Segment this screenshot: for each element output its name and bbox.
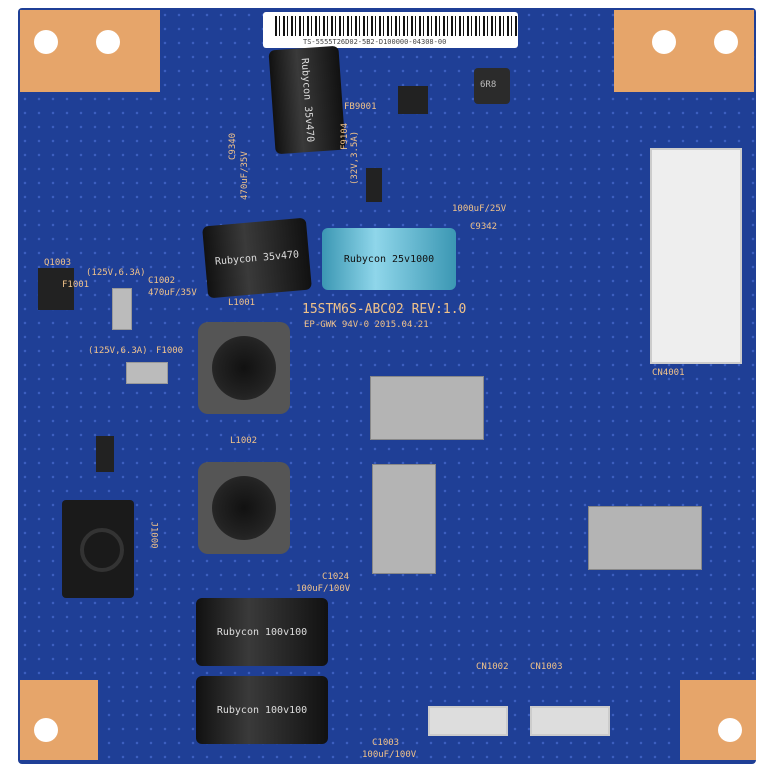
label-c1024: C1024 — [322, 572, 350, 582]
corner-pad-bottom-left — [20, 680, 98, 760]
label-cn1003: CN1003 — [530, 662, 563, 672]
fuse-f1000 — [126, 362, 168, 384]
metal-shield — [372, 464, 436, 574]
mounting-hole — [96, 30, 120, 54]
label-f1000-value: (125V,6.3A) — [88, 346, 148, 356]
label-c1002: C1002 — [148, 276, 176, 286]
mounting-hole — [34, 30, 58, 54]
capacitor-c1003: Rubycon 100v100 — [196, 676, 328, 744]
barcode-sticker: TS-5555T26D02-5B2-D100000-04308-00 — [263, 12, 518, 48]
label-c9340-value: 470uF/35V — [240, 151, 250, 200]
label-c1003: C1003 — [372, 738, 400, 748]
mounting-hole — [718, 718, 742, 742]
capacitor-c1002: Rubycon 35v470 — [202, 217, 312, 299]
mounting-hole — [34, 718, 58, 742]
connector-cn4001 — [650, 148, 742, 364]
fuse-f1001 — [112, 288, 132, 330]
label-fb9001: FB9001 — [344, 102, 377, 112]
label-c1002-value: 470uF/35V — [148, 288, 197, 298]
connector-cn1003 — [530, 706, 610, 736]
label-c9342-value: 1000uF/25V — [452, 204, 507, 214]
label-l1001: L1001 — [228, 298, 256, 308]
capacitor-c9340: Rubycon 35v470 — [268, 45, 346, 155]
corner-pad-bottom-right — [680, 680, 756, 760]
board-name: 15STM6S-ABC02 REV:1.0 — [302, 302, 467, 317]
mounting-hole — [652, 30, 676, 54]
label-f1001: F1001 — [62, 280, 90, 290]
mounting-hole — [714, 30, 738, 54]
label-cn1002: CN1002 — [476, 662, 509, 672]
ic-q1003 — [38, 268, 74, 310]
component — [366, 168, 382, 202]
label-j1000: J1000 — [148, 521, 159, 549]
ic-chip — [96, 436, 114, 472]
inductor-l1001 — [198, 322, 290, 414]
label-l1002: L1002 — [230, 436, 258, 446]
inductor-6r8: 6R8 — [474, 68, 510, 104]
board-sub: EP-GWK 94V-0 2015.04.21 — [304, 320, 429, 330]
label-f1001-value: (125V,6.3A) — [86, 268, 146, 278]
label-cn4001: CN4001 — [652, 368, 685, 378]
label-f9104: F9104 — [340, 122, 350, 150]
label-q1003: Q1003 — [44, 258, 72, 268]
connector-cn1002 — [428, 706, 508, 736]
metal-shield — [588, 506, 702, 570]
capacitor-c9342: Rubycon 25v1000 — [322, 228, 456, 290]
ic-chip — [398, 86, 428, 114]
label-f1000: F1000 — [156, 346, 184, 356]
inductor-l1002 — [198, 462, 290, 554]
capacitor-c1024: Rubycon 100v100 — [196, 598, 328, 666]
label-c9342: C9342 — [470, 222, 498, 232]
label-c1024-value: 100uF/100V — [296, 584, 351, 594]
label-f9104-value: (32V,3.5A) — [350, 130, 360, 185]
power-jack-j1000 — [62, 500, 134, 598]
barcode-text: TS-5555T26D02-5B2-D100000-04308-00 — [303, 38, 447, 46]
label-c9340: C9340 — [228, 132, 238, 160]
label-c1003-value: 100uF/100V — [362, 750, 417, 760]
metal-shield — [370, 376, 484, 440]
